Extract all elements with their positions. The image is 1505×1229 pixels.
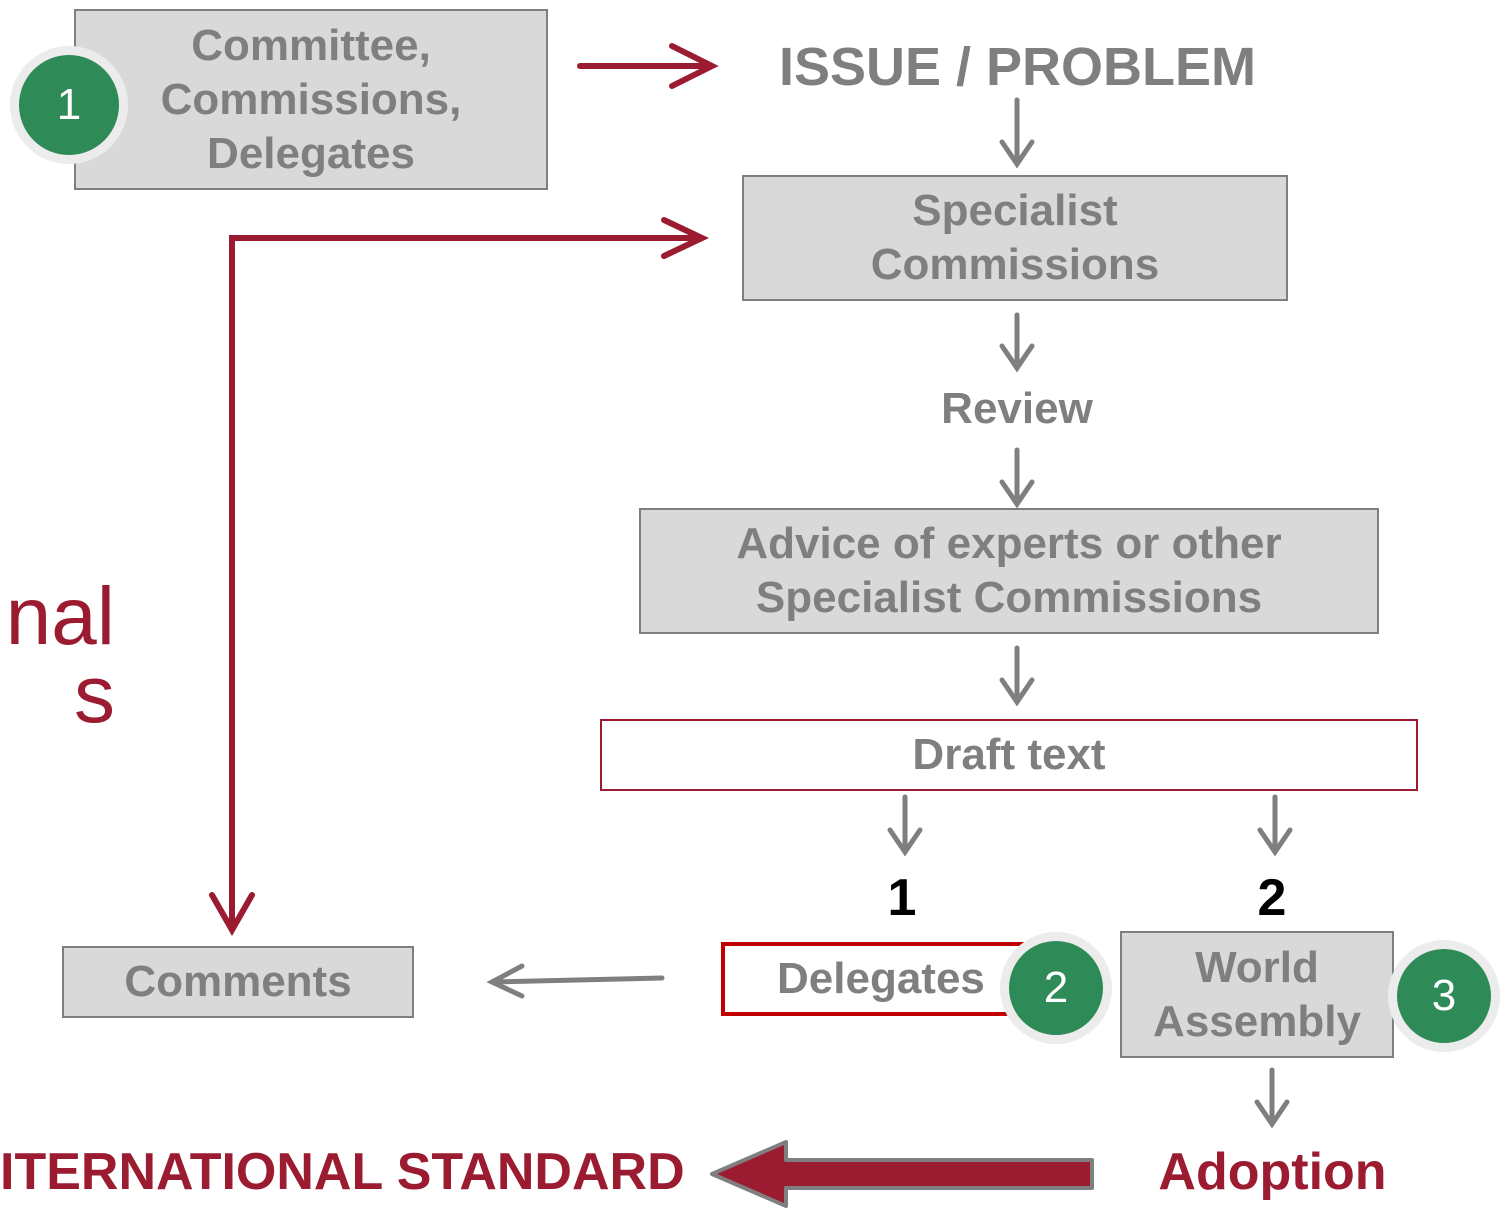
draft-text-label: Draft text: [912, 730, 1106, 779]
gray-arrows: [486, 97, 1293, 1129]
comments-label: Comments: [124, 957, 352, 1006]
review-label: Review: [941, 384, 1093, 433]
delegates-label: Delegates: [777, 954, 985, 1003]
path-1-label: 1: [887, 869, 917, 927]
delegates-box: Delegates: [721, 942, 1041, 1016]
step-badge-2: 2: [1000, 932, 1112, 1044]
specialist-commissions-box: Specialist Commissions: [742, 175, 1288, 301]
world-assembly-label: World Assembly: [1153, 942, 1361, 1046]
side-title: nal s: [5, 571, 115, 740]
advice-box: Advice of experts or other Specialist Co…: [639, 508, 1379, 634]
specialist-commissions-label: Specialist Commissions: [870, 186, 1160, 289]
arrow-comments-loop: [209, 217, 710, 937]
step-badge-3: 3: [1388, 940, 1500, 1052]
committee-box: Committee, Commissions, Delegates: [74, 9, 548, 190]
advice-label: Advice of experts or other Specialist Co…: [736, 519, 1282, 622]
draft-text-box: Draft text: [600, 719, 1418, 791]
step-badge-1: 1: [10, 46, 128, 164]
world-assembly-box: World Assembly: [1120, 931, 1394, 1058]
adoption-label: Adoption: [1158, 1143, 1387, 1201]
arrow-to-standard: [710, 1140, 1094, 1208]
international-standard-label: ITERNATIONAL STANDARD: [0, 1143, 685, 1201]
path-2-label: 2: [1257, 869, 1287, 927]
issue-problem-label: ISSUE / PROBLEM: [778, 37, 1257, 97]
committee-label: Committee, Commissions, Delegates: [160, 20, 462, 178]
comments-box: Comments: [62, 946, 414, 1018]
arrow-committee-to-issue: [577, 43, 719, 89]
